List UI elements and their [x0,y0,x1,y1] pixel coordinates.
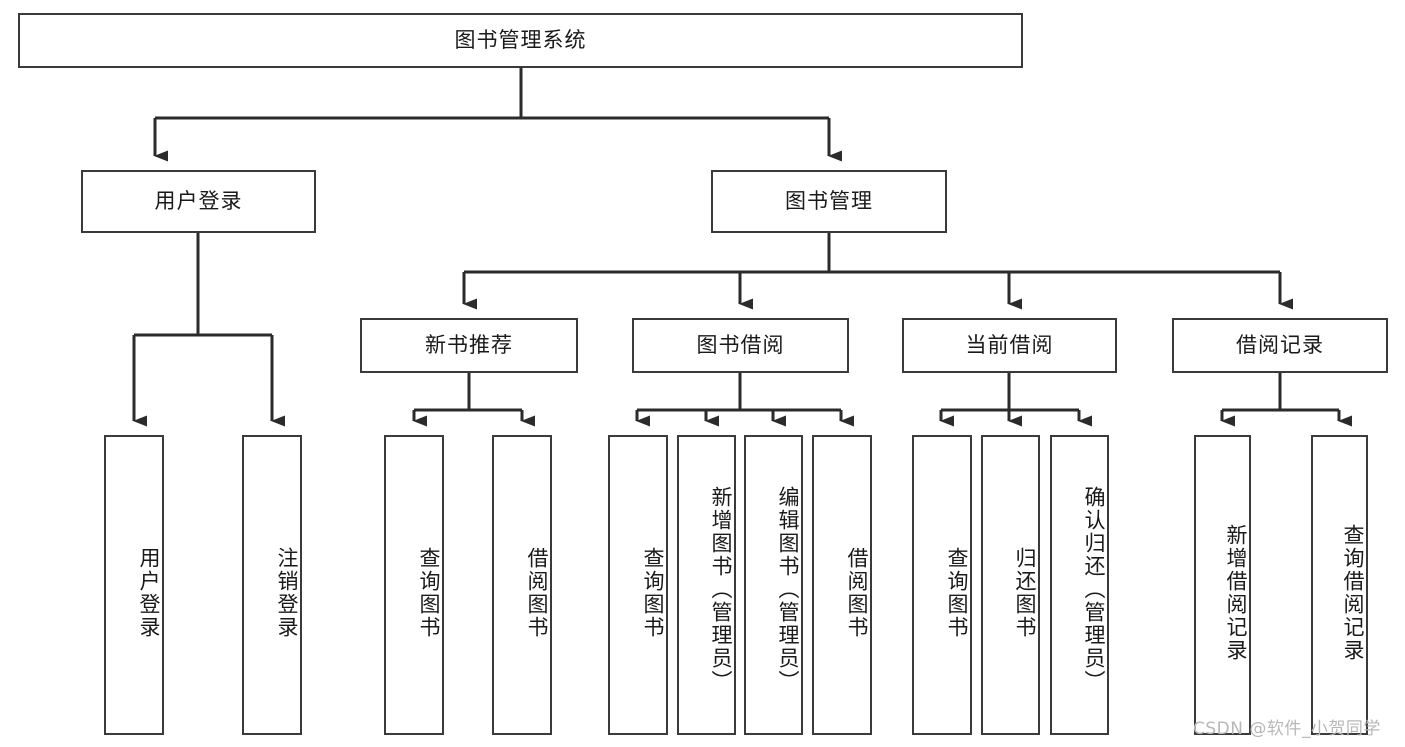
node-user-login-label: 用户登录 [154,188,243,213]
leaf-current-query-book[interactable]: 查询图书 [912,435,972,735]
leaf-borrow-query-book[interactable]: 查询图书 [608,435,668,735]
node-borrow-records[interactable]: 借阅记录 [1172,318,1388,373]
leaf-label: 借阅图书 [525,547,549,639]
node-root-label: 图书管理系统 [454,27,587,52]
node-current-borrow-label: 当前借阅 [965,332,1054,357]
leaf-label: 用户登录 [137,547,161,639]
node-book-borrow[interactable]: 图书借阅 [632,318,849,373]
leaf-label: 借阅图书 [845,547,869,639]
node-book-borrow-label: 图书借阅 [696,332,785,357]
leaf-new-book-borrow[interactable]: 借阅图书 [492,435,552,735]
leaf-current-confirm-return-admin[interactable]: 确认归还（管理员） [1050,435,1109,735]
leaf-label: 归还图书 [1013,547,1037,639]
leaf-label: 查询图书 [945,547,969,639]
leaf-records-add-record[interactable]: 新增借阅记录 [1194,435,1251,735]
leaf-label: 查询图书 [641,547,665,639]
leaf-borrow-edit-book-admin[interactable]: 编辑图书（管理员） [744,435,803,735]
node-current-borrow[interactable]: 当前借阅 [902,318,1117,373]
node-borrow-records-label: 借阅记录 [1236,332,1324,357]
leaf-label: 编辑图书（管理员） [776,485,800,693]
node-new-book-recommend[interactable]: 新书推荐 [360,318,578,373]
leaf-label: 确认归还（管理员） [1082,485,1106,693]
leaf-label: 注销登录 [275,547,299,639]
leaf-records-query-record[interactable]: 查询借阅记录 [1311,435,1368,735]
node-book-management-label: 图书管理 [785,188,873,213]
leaf-label: 新增借阅记录 [1224,524,1248,662]
leaf-current-return-book[interactable]: 归还图书 [981,435,1040,735]
watermark: CSDN @软件_小贺同学 [1193,719,1381,739]
leaf-new-book-query[interactable]: 查询图书 [384,435,444,735]
leaf-borrow-borrow-book[interactable]: 借阅图书 [812,435,872,735]
node-new-book-recommend-label: 新书推荐 [425,332,513,357]
node-root[interactable]: 图书管理系统 [18,13,1023,68]
node-book-management[interactable]: 图书管理 [711,170,947,233]
node-user-login[interactable]: 用户登录 [81,170,316,233]
leaf-borrow-add-book-admin[interactable]: 新增图书（管理员） [677,435,736,735]
leaf-user-login-signin[interactable]: 用户登录 [104,435,164,735]
leaf-user-login-signout[interactable]: 注销登录 [242,435,302,735]
leaf-label: 查询图书 [417,547,441,639]
leaf-label: 查询借阅记录 [1341,524,1365,662]
leaf-label: 新增图书（管理员） [709,485,733,693]
